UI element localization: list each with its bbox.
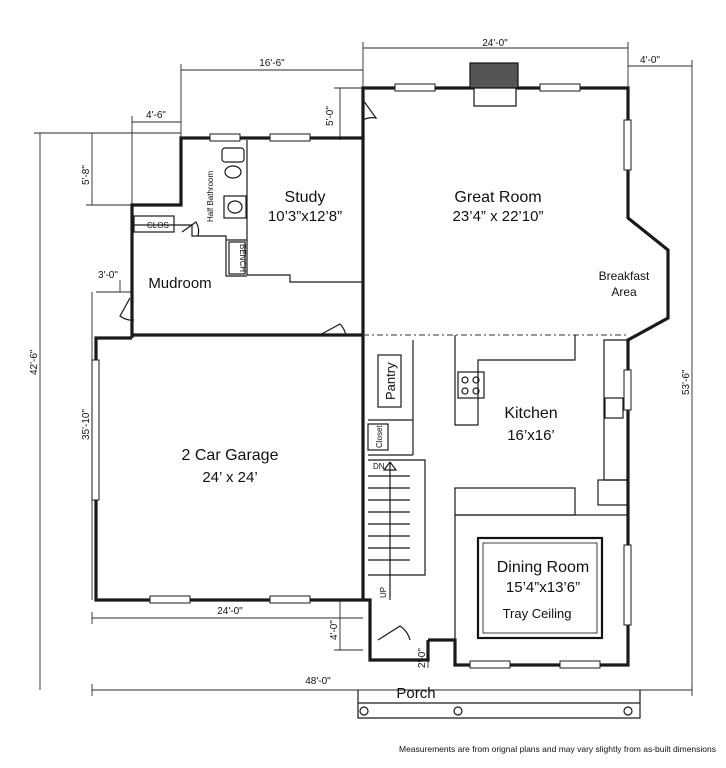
dim-left-35-10: 35'-10": [81, 409, 92, 440]
breakfast-line1: Breakfast: [599, 269, 650, 283]
stairs-down-label: DN.: [373, 462, 387, 471]
dim-top-4: 4'-0": [640, 55, 660, 66]
dim-right-53-6: 53'-6": [681, 369, 692, 395]
kitchen-size: 16’x16’: [507, 427, 555, 444]
dim-top-24: 24'-0": [482, 38, 508, 49]
exterior-walls: [94, 86, 670, 667]
kitchen-name: Kitchen: [504, 405, 557, 422]
dim-top-4-6: 4'-6": [146, 110, 166, 121]
dim-bottom-24: 24'-0": [217, 606, 243, 617]
clos-label: CLOS: [147, 221, 169, 230]
dim-left-5-0: 5'-0": [325, 106, 336, 126]
dim-top-16-6: 16'-6": [259, 58, 285, 69]
dining-name: Dining Room: [497, 559, 589, 576]
windows: [91, 83, 632, 669]
dim-bottom-4-0: 4'-0": [329, 620, 340, 640]
pantry-label: Pantry: [383, 362, 398, 400]
kitchen-counters: [367, 335, 629, 506]
dim-left-5-8: 5'-8": [81, 165, 92, 185]
half-bath-label: Half Bathroom: [206, 171, 215, 222]
dim-bottom-48: 48'-0": [305, 676, 331, 687]
great-room-name: Great Room: [454, 189, 541, 206]
footnote: Measurements are from orignal plans and …: [399, 744, 716, 754]
fireplace: [469, 62, 519, 107]
mudroom-name: Mudroom: [148, 275, 211, 292]
dim-bottom-2-0: 2'-0": [417, 648, 428, 668]
dim-left-42-6: 42'-6": [29, 349, 40, 375]
dining-note: Tray Ceiling: [503, 606, 572, 621]
tray-ceiling: [476, 536, 604, 640]
doors: [119, 99, 411, 641]
study-size: 10’3”x12’8”: [268, 208, 342, 225]
dining-size: 15’4”x13’6”: [506, 579, 580, 596]
stairs-up-label: UP: [379, 587, 388, 598]
garage-name: 2 Car Garage: [182, 447, 279, 464]
bath-fixtures: [133, 147, 247, 275]
bench-label: BENCH: [238, 244, 247, 272]
garage-size: 24’ x 24’: [202, 469, 257, 486]
porch-label: Porch: [396, 685, 435, 702]
great-room-size: 23’4” x 22’10”: [453, 208, 544, 225]
study-name: Study: [285, 189, 326, 206]
breakfast-line2: Area: [611, 285, 637, 299]
dim-left-3-0: 3'-0": [98, 270, 118, 281]
porch: [357, 690, 641, 719]
closet-label: Closet: [375, 425, 384, 448]
stairs: [368, 459, 426, 600]
